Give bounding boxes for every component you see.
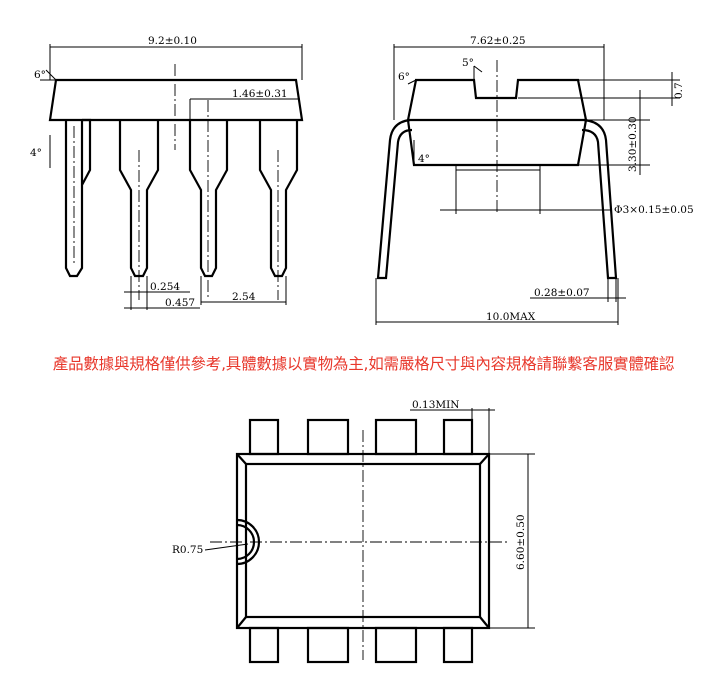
side-overall-width: 10.0MAX xyxy=(486,311,536,323)
bottom-lead-3 xyxy=(374,626,418,664)
top-lead-2 xyxy=(306,418,350,456)
body-width-label: 6.60±0.50 xyxy=(515,514,527,570)
front-view: 9.2±0.10 6° 4° 1.46±0.31 0.254 0.457 2.5… xyxy=(30,35,304,310)
front-pitch-label: 2.54 xyxy=(232,291,256,303)
front-angle-side: 4° xyxy=(30,147,42,159)
side-height-a: 0.7 xyxy=(673,82,685,99)
side-lead-right xyxy=(581,118,618,280)
side-angle-notch: 5° xyxy=(462,57,474,69)
front-lead-width-a: 0.254 xyxy=(150,281,180,293)
side-width-label: 7.62±0.25 xyxy=(470,35,526,47)
top-lead-3 xyxy=(374,418,418,456)
disclaimer-note: 產品數據與規格僅供參考,具體數據以實物為主,如需嚴格尺寸與內容規格請聯繫客服實體… xyxy=(52,355,675,373)
side-view: 7.62±0.25 5° 6° 4° 0.7 3.30±0.30 Φ3×0.15… xyxy=(375,35,694,325)
front-lead-3 xyxy=(188,120,229,278)
side-lead-thickness: 0.28±0.07 xyxy=(534,287,590,299)
front-width-label: 9.2±0.10 xyxy=(148,35,197,47)
front-angle-top: 6° xyxy=(34,69,46,81)
front-lead-width-b: 0.457 xyxy=(165,297,195,309)
front-body xyxy=(48,78,304,122)
side-pin1-label: Φ3×0.15±0.05 xyxy=(614,204,694,216)
bottom-lead-2 xyxy=(306,626,350,664)
front-offset-label: 1.46±0.31 xyxy=(232,88,288,100)
top-lead-4 xyxy=(442,418,474,456)
lead-gap-label: 0.13MIN xyxy=(412,399,459,411)
side-angle-side: 4° xyxy=(418,153,430,165)
top-lead-1 xyxy=(248,418,280,456)
pin1-mark xyxy=(455,164,541,171)
side-height-b: 3.30±0.30 xyxy=(627,116,639,172)
notch-radius-label: R0.75 xyxy=(172,544,203,556)
top-view: R0.75 0.13MIN 6.60±0.50 xyxy=(172,399,535,664)
bottom-lead-1 xyxy=(248,626,280,664)
bottom-lead-4 xyxy=(442,626,474,664)
front-lead-4 xyxy=(258,120,299,278)
side-lead-left xyxy=(376,118,413,280)
side-angle-top: 6° xyxy=(398,71,410,83)
front-lead-1 xyxy=(64,118,92,278)
